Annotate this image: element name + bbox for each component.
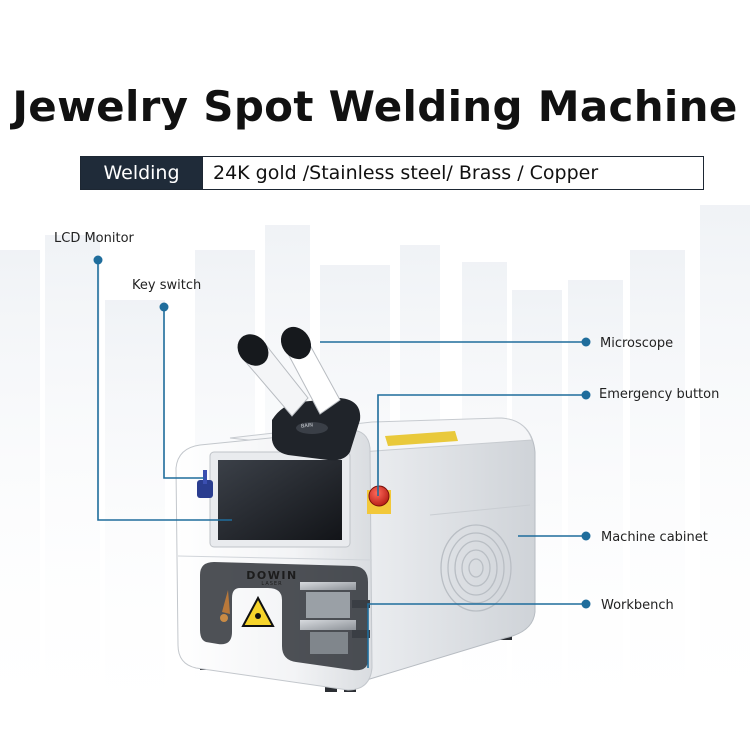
lcd-monitor-leader <box>97 260 232 521</box>
microscope-dot <box>581 337 591 347</box>
side-seam <box>429 504 531 516</box>
label-emergency-button: Emergency button <box>599 387 720 402</box>
emergency-button-dot <box>581 390 591 400</box>
emergency-button-leader <box>377 394 586 496</box>
emergency-button <box>368 485 390 507</box>
key-switch-dot <box>159 302 169 312</box>
laser-warning-sign <box>241 595 275 627</box>
brand-logo-text: DOWIN <box>246 569 298 582</box>
laser-warning-symbol <box>255 613 261 619</box>
brand-logo: DOWIN LASER <box>244 569 300 587</box>
workbench <box>300 582 370 654</box>
panel-seam <box>177 555 373 561</box>
nozzle-tip <box>220 614 228 622</box>
key-switch-leader <box>163 307 204 479</box>
page-title: Jewelry Spot Welding Machine <box>12 82 738 131</box>
microscope-brand: BAIN <box>300 422 314 430</box>
key-switch <box>197 480 213 498</box>
materials-bar: Welding 24K gold /Stainless steel/ Brass… <box>80 156 704 190</box>
lcd-screen <box>218 460 342 540</box>
lcd-monitor-dot <box>93 255 103 265</box>
workbench-leader <box>367 603 586 668</box>
top-label <box>385 431 458 446</box>
label-microscope: Microscope <box>600 336 674 351</box>
materials-tag: Welding <box>81 157 202 189</box>
gas-nozzle <box>222 590 230 614</box>
machine-cabinet <box>359 417 536 683</box>
materials-list: 24K gold /Stainless steel/ Brass / Coppe… <box>202 157 703 189</box>
callout-dots <box>93 255 591 609</box>
label-workbench: Workbench <box>601 598 674 613</box>
label-lcd-monitor: LCD Monitor <box>54 231 134 246</box>
key-switch-key <box>203 470 207 484</box>
fan-grille <box>440 524 512 612</box>
callout-lines <box>97 260 586 668</box>
brand-logo-sub: LASER <box>261 581 283 587</box>
machine-cabinet-dot <box>581 531 591 541</box>
label-key-switch: Key switch <box>132 278 202 293</box>
label-machine-cabinet: Machine cabinet <box>601 530 708 545</box>
microscope <box>237 326 361 461</box>
workbench-dot <box>581 599 591 609</box>
